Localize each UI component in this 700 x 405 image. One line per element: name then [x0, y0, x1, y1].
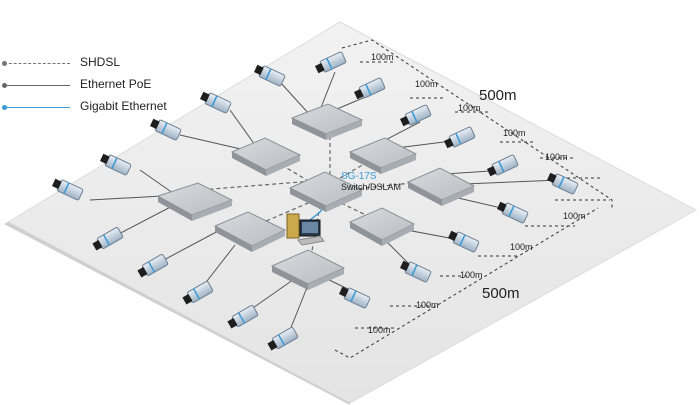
- legend-label-gige: Gigabit Ethernet: [80, 99, 167, 113]
- ip-camera-icon: [399, 104, 432, 127]
- floor-edge: [4, 222, 350, 405]
- dimension-label-100m: 100m: [563, 211, 586, 221]
- ip-camera-icon: [149, 118, 182, 141]
- dimension-label-500m: 500m: [479, 87, 517, 104]
- switch-icon: [230, 137, 302, 176]
- legend-item-poe: Ethernet PoE: [0, 76, 170, 98]
- dimension-label-100m: 100m: [510, 242, 533, 252]
- floor-plane: [6, 21, 698, 404]
- switch-icon: [156, 182, 234, 221]
- switch-icon: [348, 207, 416, 246]
- ip-camera-icon: [227, 305, 259, 329]
- ip-camera-icon: [353, 77, 386, 100]
- legend: SHDSL Ethernet PoE Gigabit Ethernet: [0, 54, 170, 120]
- ip-camera-icon: [137, 254, 169, 278]
- ip-camera-icon: [267, 327, 299, 351]
- switch-icon: [270, 249, 346, 290]
- dimension-label-100m: 100m: [545, 152, 568, 162]
- legend-item-gige: Gigabit Ethernet: [0, 98, 170, 120]
- ip-camera-icon: [447, 230, 480, 253]
- switch-icon: [348, 137, 418, 174]
- ip-camera-icon: [338, 286, 371, 309]
- ip-camera-icon: [443, 126, 476, 149]
- legend-label-poe: Ethernet PoE: [80, 77, 152, 91]
- gige-line-icon: [2, 105, 70, 110]
- legend-item-shdsl: SHDSL: [0, 54, 170, 76]
- ip-camera-icon: [92, 227, 124, 251]
- cameras: [51, 51, 579, 351]
- ip-camera-icon: [399, 260, 432, 283]
- switch-icon: [213, 211, 287, 252]
- switch-icon-central: [288, 171, 364, 212]
- dimension-label-100m: 100m: [458, 103, 481, 113]
- dimension-label-100m: 100m: [416, 300, 439, 310]
- legend-label-shdsl: SHDSL: [80, 55, 121, 69]
- ip-camera-icon: [253, 64, 286, 87]
- central-switch-subtitle: Switch/DSLAM: [341, 182, 401, 192]
- ip-camera-icon: [314, 51, 347, 74]
- poe-line-icon: [2, 83, 70, 88]
- central-switch-model: SG-17S: [341, 171, 377, 182]
- ip-camera-icon: [51, 178, 84, 201]
- computer-icon: [286, 213, 325, 246]
- dimension-label-100m: 100m: [503, 128, 526, 138]
- shdsl-line-icon: [2, 61, 70, 66]
- switch-icon: [290, 103, 364, 140]
- ip-camera-icon: [496, 201, 529, 224]
- dimension-label-100m: 100m: [460, 270, 483, 280]
- dimension-label-500m: 500m: [482, 285, 520, 302]
- switch-icon: [406, 167, 476, 206]
- dimension-label-100m: 100m: [371, 52, 394, 62]
- ip-camera-icon: [199, 91, 232, 114]
- dimension-lines: [334, 39, 613, 359]
- ip-camera-icon: [182, 281, 214, 305]
- ip-camera-icon: [99, 153, 132, 176]
- ip-camera-icon: [546, 172, 579, 195]
- dimension-label-100m: 100m: [368, 325, 391, 335]
- dimension-label-100m: 100m: [415, 79, 438, 89]
- ip-camera-icon: [486, 154, 519, 177]
